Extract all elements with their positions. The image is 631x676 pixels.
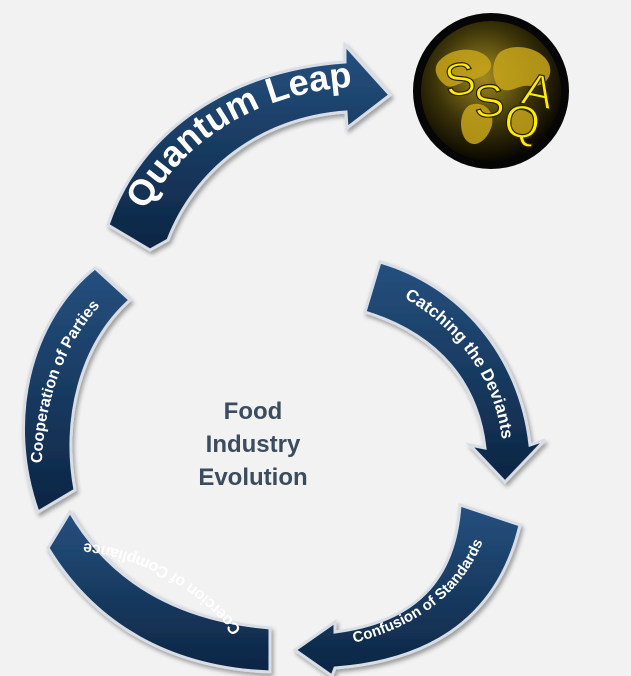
arrow-quantum-leap-shape [106,41,393,252]
arrow-quantum-leap [106,41,393,252]
arrow-cooperation-parties [21,266,133,515]
arrow-catching-deviants-shape [363,260,547,485]
logo-letter-s2: S [471,73,506,127]
center-title: Food Industry Evolution [198,398,307,491]
logo-continents [435,47,551,145]
arrow-cooperation-parties-shape [21,266,133,515]
center-line-3: Evolution [198,464,307,491]
arrow-confusion-standards [292,502,522,676]
arrow-catching-deviants [363,260,547,485]
arrow-coercion-compliance [46,509,272,674]
ssqa-logo: S S Q A [413,13,569,169]
arrow-confusion-standards-shape [292,502,522,676]
logo-letter-q: Q [502,94,542,149]
center-line-1: Food [224,398,283,425]
arrow-coercion-compliance-shape [46,509,272,674]
center-line-2: Industry [206,431,301,458]
